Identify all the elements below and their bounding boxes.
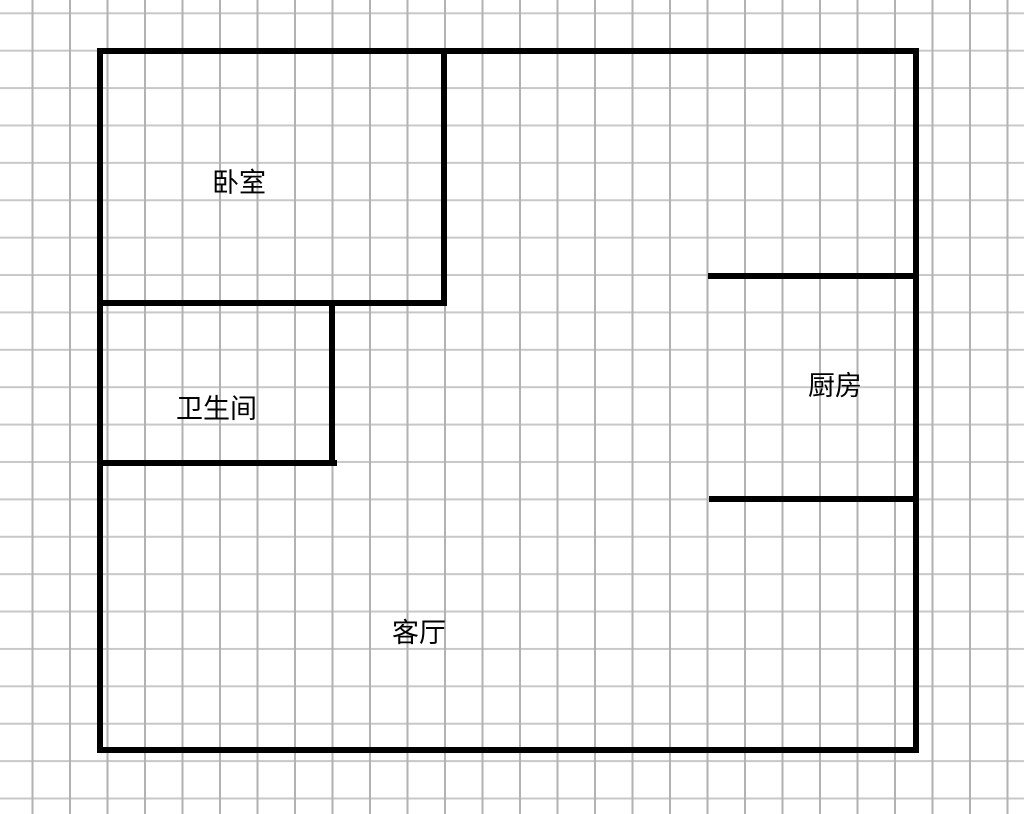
room-label-kitchen: 厨房 — [808, 371, 862, 402]
wall-bedroom-bottom — [97, 300, 447, 306]
wall-outer-left — [97, 48, 103, 753]
wall-bathroom-bottom — [102, 460, 337, 466]
room-label-living-room: 客厅 — [392, 618, 446, 649]
wall-outer-top — [97, 48, 919, 54]
room-label-bathroom: 卫生间 — [176, 394, 257, 425]
wall-kitchen-top — [708, 273, 919, 279]
room-label-bedroom: 卧室 — [212, 168, 266, 199]
wall-bedroom-right — [441, 48, 447, 306]
wall-kitchen-bottom — [709, 496, 919, 502]
wall-outer-bottom — [97, 747, 919, 753]
wall-bathroom-right — [329, 306, 335, 462]
wall-outer-right — [913, 48, 919, 753]
